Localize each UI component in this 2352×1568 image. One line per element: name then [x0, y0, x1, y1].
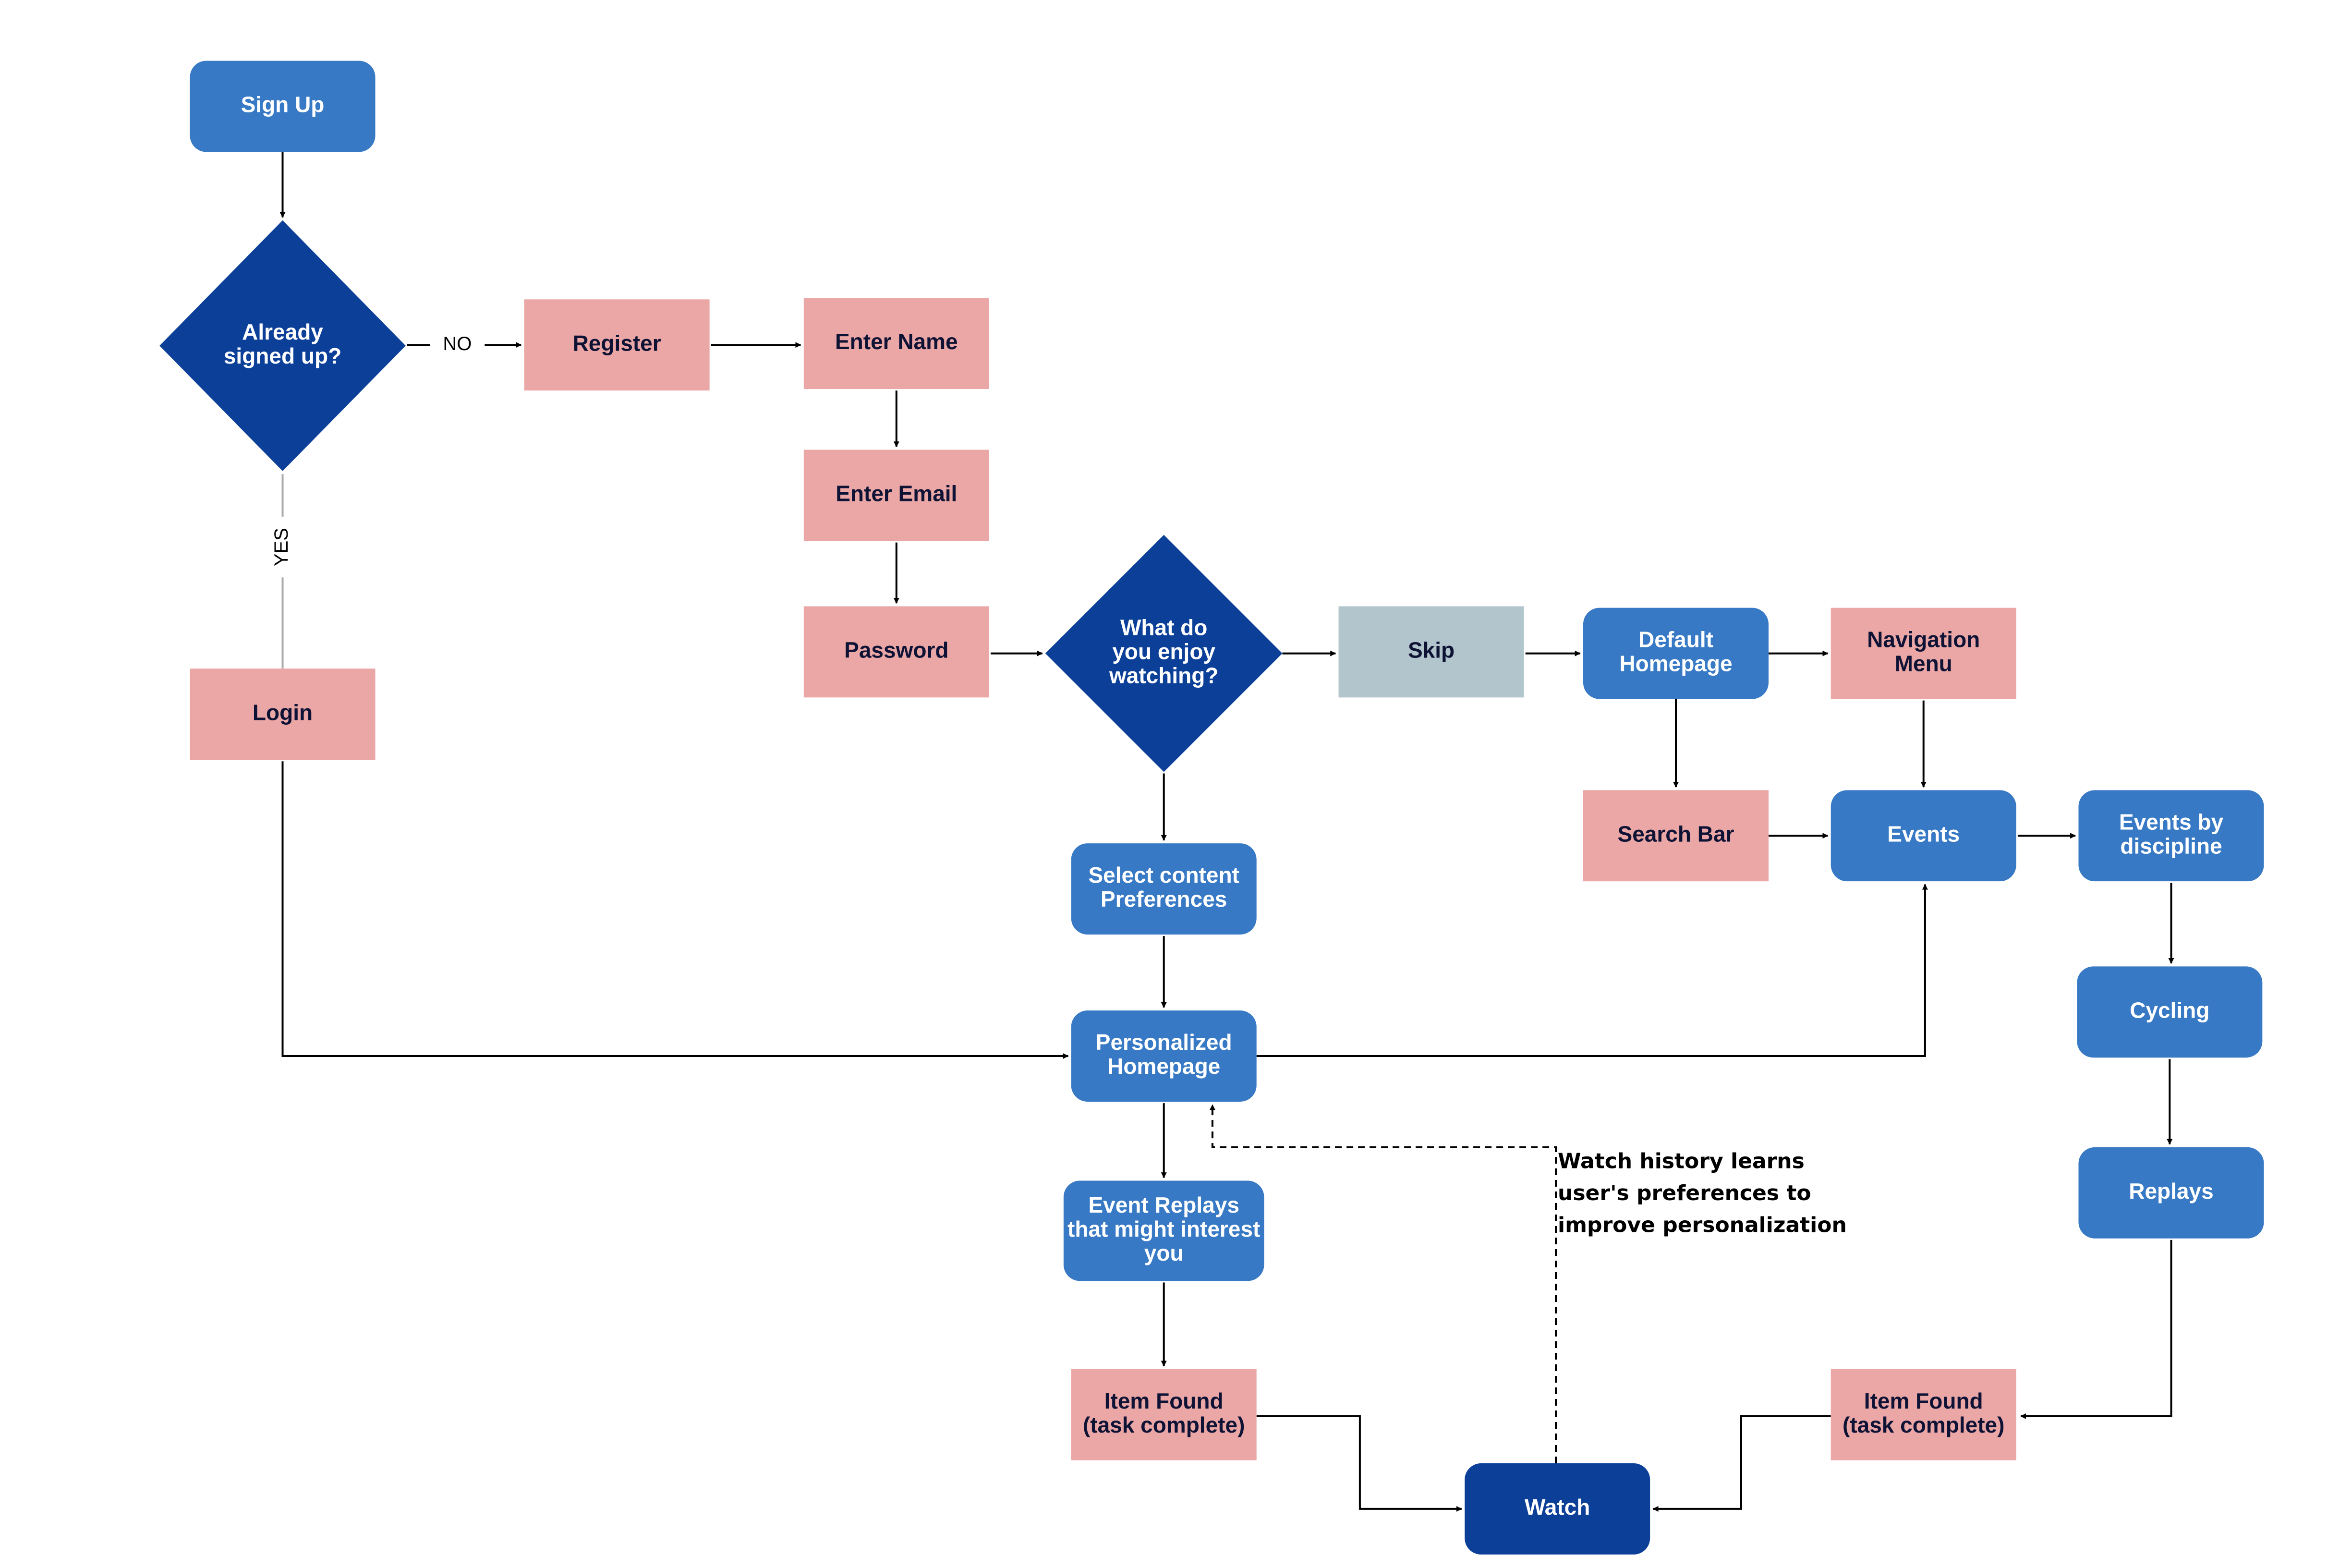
node-label: watching?: [1109, 663, 1218, 688]
node-sign-up: Sign Up: [190, 61, 376, 152]
node-skip: Skip: [1338, 606, 1524, 698]
edge-personalized-to-events: [1256, 884, 1928, 1057]
node-shape: [803, 298, 989, 389]
node-item-found-right: Item Found(task complete): [1831, 1369, 2016, 1460]
edge-watch-history-feedback: [1209, 1104, 1557, 1463]
node-shape: [190, 61, 376, 152]
node-label: Homepage: [1619, 651, 1732, 676]
node-enter-email: Enter Email: [803, 450, 989, 541]
node-label: you: [1144, 1240, 1184, 1265]
node-label: (task complete): [1083, 1412, 1245, 1437]
node-shape: [803, 606, 989, 698]
node-label: Item Found: [1864, 1388, 1983, 1413]
node-shape: [1831, 608, 2016, 699]
node-label: Register: [573, 330, 661, 355]
node-label: Search Bar: [1618, 821, 1734, 846]
node-label: (task complete): [1843, 1412, 2004, 1437]
node-shape: [1338, 606, 1524, 698]
edge-label-no: NO: [443, 333, 472, 354]
node-password: Password: [803, 606, 989, 698]
edge-item-found-left-to-watch: [1256, 1415, 1462, 1512]
annotation-note-line: user's preferences to: [1558, 1181, 1811, 1205]
node-label: Login: [253, 700, 313, 725]
node-label: Item Found: [1104, 1388, 1224, 1413]
node-shape: [524, 299, 710, 391]
node-label: Menu: [1895, 651, 1952, 676]
node-label: Preferences: [1101, 887, 1227, 912]
node-cycling: Cycling: [2077, 966, 2263, 1058]
edge-label-yes: YES: [271, 528, 292, 566]
node-label: Already: [242, 319, 323, 344]
node-label: Events: [1887, 821, 1960, 846]
yes-label-bg: [266, 516, 300, 578]
node-label: Events by: [2119, 809, 2224, 834]
node-watch: Watch: [1465, 1463, 1650, 1555]
node-shape: [1071, 1369, 1257, 1460]
annotation-note-line: improve personalization: [1558, 1213, 1847, 1237]
node-label: Enter Name: [835, 329, 958, 354]
node-label: Replays: [2129, 1179, 2213, 1203]
node-label: that might interest: [1067, 1216, 1260, 1241]
node-shape: [803, 450, 989, 541]
node-label: Personalized: [1096, 1030, 1232, 1055]
node-label: Cycling: [2130, 997, 2209, 1022]
node-shape: [1831, 1369, 2016, 1460]
edge-item-found-right-to-watch: [1652, 1415, 1831, 1512]
node-label: you enjoy: [1112, 639, 1215, 664]
node-label: signed up?: [224, 343, 341, 368]
node-label: Homepage: [1107, 1054, 1220, 1079]
node-shape: [1583, 790, 1769, 882]
node-label: Default: [1638, 627, 1713, 652]
node-shape: [1063, 1180, 1264, 1281]
node-shape: [1071, 1010, 1257, 1102]
node-label: Event Replays: [1088, 1192, 1239, 1217]
node-label: discipline: [2120, 833, 2222, 858]
node-label: Watch: [1525, 1495, 1590, 1519]
node-events: Events: [1831, 790, 2016, 882]
node-label: Select content: [1088, 863, 1239, 887]
node-shape: [2077, 966, 2263, 1058]
node-shape: [1071, 843, 1257, 935]
node-shape: [159, 220, 406, 471]
edge-login-to-personalized: [281, 761, 1069, 1059]
node-shape: [2078, 790, 2264, 882]
node-label: Password: [844, 638, 948, 663]
node-replays: Replays: [2078, 1147, 2264, 1239]
node-item-found-left: Item Found(task complete): [1071, 1369, 1257, 1460]
no-label-bg: [430, 328, 485, 362]
node-register: Register: [524, 299, 710, 391]
node-label: Skip: [1408, 638, 1455, 663]
node-shape: [1045, 535, 1283, 772]
node-label: Navigation: [1867, 627, 1980, 652]
node-label: What do: [1120, 615, 1207, 640]
annotation-note-line: Watch history learns: [1558, 1149, 1805, 1174]
node-shape: [2078, 1147, 2264, 1239]
node-shape: [1583, 608, 1769, 699]
node-label: Enter Email: [836, 481, 957, 506]
node-shape: [1465, 1463, 1650, 1555]
node-login: Login: [190, 669, 376, 760]
node-enter-name: Enter Name: [803, 298, 989, 389]
node-shape: [1831, 790, 2016, 882]
node-search-bar: Search Bar: [1583, 790, 1769, 882]
node-label: Sign Up: [241, 92, 325, 117]
node-shape: [190, 669, 376, 760]
edge-replays-to-item-found-right: [2020, 1240, 2172, 1419]
labels-layer: NO YES Watch history learns user's preferen…: [266, 328, 1847, 1237]
edges-layer: [279, 152, 2174, 1512]
